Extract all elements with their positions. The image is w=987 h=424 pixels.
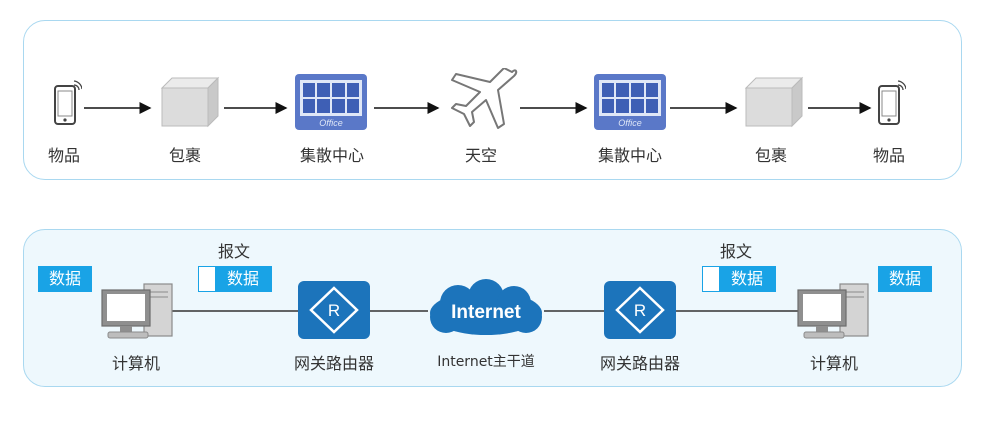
cloud-caption: Internet [451, 302, 521, 323]
label-package-right: 包裹 [754, 146, 788, 165]
router-icon-right: R [604, 281, 676, 343]
office-caption-right: Office [618, 118, 642, 128]
svg-text:R: R [634, 301, 646, 320]
packet-header-right [703, 267, 719, 291]
package-box-icon-left [158, 76, 220, 134]
label-item-right: 物品 [872, 146, 906, 165]
label-backbone: Internet主干道 [437, 354, 535, 370]
label-sky: 天空 [464, 146, 498, 165]
phone-icon-left [52, 80, 83, 132]
packet-data-left: 数据 [215, 267, 271, 291]
label-hub-right: 集散中心 [597, 146, 663, 165]
packet-label-left: 报文 [217, 242, 251, 261]
airplane-icon [442, 67, 518, 142]
label-item-left: 物品 [47, 146, 81, 165]
svg-text:R: R [328, 301, 340, 320]
internet-cloud-icon: Internet [424, 279, 548, 345]
data-tag-left: 数据 [38, 266, 92, 292]
computer-icon-left [100, 282, 176, 346]
router-icon-left: R [298, 281, 370, 343]
packet-header-left [199, 267, 215, 291]
packet-right: 数据 [702, 266, 776, 292]
computer-icon-right [796, 282, 872, 346]
packet-left: 数据 [198, 266, 272, 292]
label-router-left: 网关路由器 [293, 354, 375, 373]
label-computer-right: 计算机 [809, 354, 859, 373]
office-building-icon-right: Office [593, 73, 667, 135]
data-tag-right: 数据 [878, 266, 932, 292]
office-building-icon-left: Office [294, 73, 368, 135]
label-package-left: 包裹 [168, 146, 202, 165]
packet-label-right: 报文 [719, 242, 753, 261]
label-hub-left: 集散中心 [299, 146, 365, 165]
packet-data-right: 数据 [719, 267, 775, 291]
package-box-icon-right [742, 76, 804, 134]
office-caption-left: Office [319, 118, 343, 128]
label-computer-left: 计算机 [111, 354, 161, 373]
phone-icon-right [876, 80, 907, 132]
label-router-right: 网关路由器 [599, 354, 681, 373]
